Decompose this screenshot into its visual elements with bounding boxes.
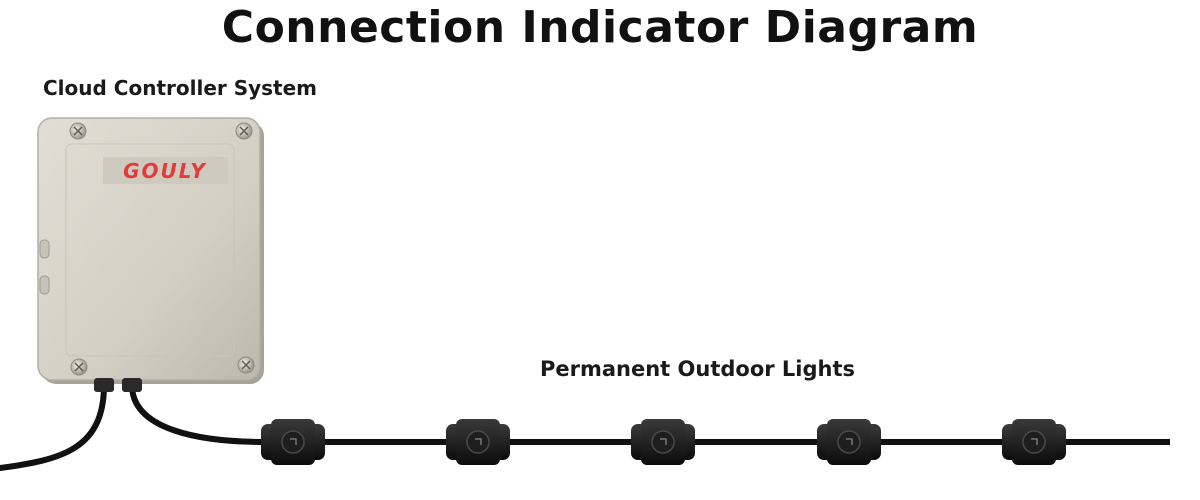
side-button-top	[39, 239, 50, 259]
controller-box: GOULY	[37, 117, 264, 392]
side-button-bottom	[39, 275, 50, 295]
light-fixture	[817, 419, 881, 465]
power-cable	[0, 382, 107, 471]
light-fixture	[1002, 419, 1066, 465]
light-fixture	[631, 419, 695, 465]
cable-gland	[94, 378, 114, 392]
cable-gland	[122, 378, 142, 392]
screw-icon	[69, 122, 87, 140]
light-fixture	[261, 419, 325, 465]
screw-icon	[235, 122, 253, 140]
display-text: GOULY	[123, 159, 207, 183]
screw-icon	[237, 356, 255, 374]
controller-display	[103, 157, 228, 184]
lights-label: Permanent Outdoor Lights	[540, 357, 856, 381]
controller-label: Cloud Controller System	[43, 76, 318, 100]
page-title: Connection Indicator Diagram	[221, 2, 979, 53]
screw-icon	[70, 358, 88, 376]
light-fixture	[446, 419, 510, 465]
light-string-cable	[129, 384, 1170, 445]
